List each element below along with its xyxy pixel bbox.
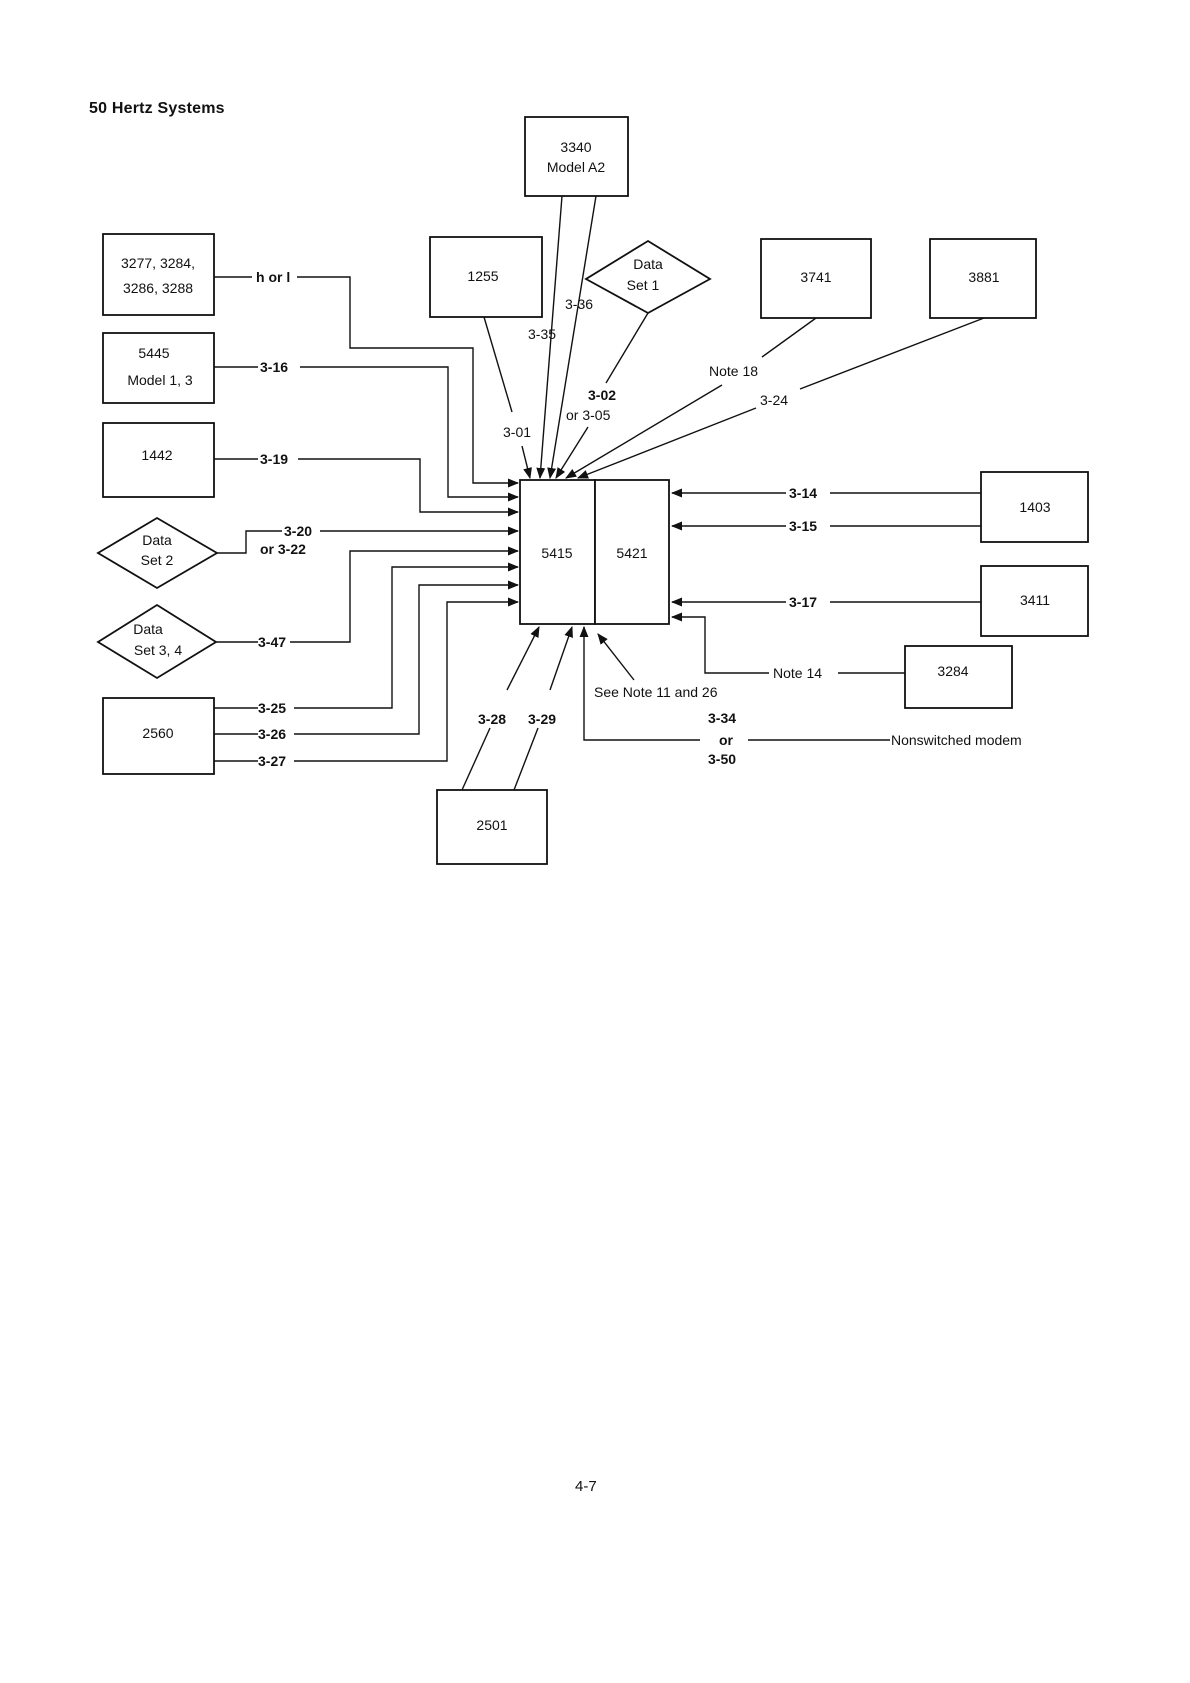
cable-3-36-line bbox=[547, 195, 597, 480]
label-3411: 3411 bbox=[1020, 592, 1050, 608]
label-3-25: 3-25 bbox=[258, 700, 286, 716]
label-2501: 2501 bbox=[476, 817, 507, 833]
label-h-or-l: h or l bbox=[256, 269, 290, 285]
device-3340-box bbox=[524, 116, 629, 197]
label-3286: 3286, 3288 bbox=[123, 280, 193, 296]
label-3-47: 3-47 bbox=[258, 634, 286, 650]
label-3340-model: Model A2 bbox=[547, 159, 606, 175]
label-3-22: or 3-22 bbox=[260, 541, 306, 557]
label-3-34-or: or bbox=[719, 732, 734, 748]
cable-3-29-line-b bbox=[549, 625, 573, 691]
label-note-18: Note 18 bbox=[709, 363, 758, 379]
note-14-line-b bbox=[670, 612, 769, 674]
page-number: 4-7 bbox=[575, 1478, 597, 1495]
label-3-16: 3-16 bbox=[260, 359, 288, 375]
label-3-34: 3-34 bbox=[708, 710, 736, 726]
label-dataset-1: Data bbox=[633, 256, 663, 272]
label-5445-model: Model 1, 3 bbox=[127, 372, 193, 388]
cable-3-28-line-a bbox=[461, 727, 491, 791]
cable-3-29-line-a bbox=[513, 727, 539, 791]
label-1403: 1403 bbox=[1019, 499, 1050, 515]
label-3-29: 3-29 bbox=[528, 711, 556, 727]
device-1255-box bbox=[429, 236, 543, 318]
cable-3-20-line-a bbox=[217, 530, 282, 554]
label-dataset-3-4: Data bbox=[133, 621, 163, 637]
device-3284-box bbox=[904, 645, 1013, 709]
label-3-28: 3-28 bbox=[478, 711, 506, 727]
label-2560: 2560 bbox=[142, 725, 173, 741]
cable-3-25-line-b bbox=[294, 562, 520, 709]
label-3741: 3741 bbox=[800, 269, 831, 285]
device-3277-box bbox=[102, 233, 215, 316]
label-3-19: 3-19 bbox=[260, 451, 288, 467]
label-3-14: 3-14 bbox=[789, 485, 817, 501]
label-3-50: 3-50 bbox=[708, 751, 736, 767]
device-2560-box bbox=[102, 697, 215, 775]
cable-3-24-line-a bbox=[799, 317, 985, 390]
cable-3-02-line-b bbox=[555, 426, 589, 479]
device-5445-box bbox=[102, 332, 215, 404]
label-3-15: 3-15 bbox=[789, 518, 817, 534]
label-dataset-2: Data bbox=[142, 532, 172, 548]
label-3-24: 3-24 bbox=[760, 392, 788, 408]
label-5421: 5421 bbox=[616, 545, 647, 561]
cable-3-28-line-b bbox=[506, 626, 540, 691]
note-18-line-a bbox=[761, 317, 817, 358]
cable-h-or-l-line-b bbox=[297, 276, 520, 488]
label-3-20: 3-20 bbox=[284, 523, 312, 539]
cable-3-47-line-b bbox=[290, 546, 520, 643]
label-5445: 5445 bbox=[138, 345, 169, 361]
device-2501-box bbox=[436, 789, 548, 865]
device-1403-box bbox=[980, 471, 1089, 543]
label-dataset-2-set: Set 2 bbox=[141, 552, 174, 568]
label-3-17: 3-17 bbox=[789, 594, 817, 610]
label-5415: 5415 bbox=[541, 545, 572, 561]
label-3340: 3340 bbox=[560, 139, 591, 155]
device-1442-box bbox=[102, 422, 215, 498]
label-3-26: 3-26 bbox=[258, 726, 286, 742]
device-3411-box bbox=[980, 565, 1089, 637]
cable-3-34-line-a bbox=[579, 625, 700, 741]
label-3881: 3881 bbox=[968, 269, 999, 285]
label-3284: 3284 bbox=[937, 663, 968, 679]
cable-3-35-line bbox=[536, 195, 563, 480]
cable-3-02-line-a bbox=[605, 312, 649, 384]
page-title: 50 Hertz Systems bbox=[89, 100, 225, 117]
cable-3-01-line-a bbox=[483, 316, 513, 413]
cable-3-01-line-b bbox=[521, 445, 532, 480]
cable-3-27-line-b bbox=[294, 597, 520, 762]
label-note-11-26: See Note 11 and 26 bbox=[594, 684, 718, 700]
label-dataset-3-4-set: Set 3, 4 bbox=[134, 642, 182, 658]
label-3-36: 3-36 bbox=[565, 296, 593, 312]
label-3-01: 3-01 bbox=[503, 424, 531, 440]
label-note-14: Note 14 bbox=[773, 665, 822, 681]
label-3-05: or 3-05 bbox=[566, 407, 611, 423]
label-3277: 3277, 3284, bbox=[121, 255, 195, 271]
label-nonswitched-modem: Nonswitched modem bbox=[891, 732, 1022, 748]
label-3-02: 3-02 bbox=[588, 387, 616, 403]
cable-3-26-line-b bbox=[294, 580, 520, 735]
note-18-line-b bbox=[565, 384, 723, 479]
label-dataset-1-set: Set 1 bbox=[627, 277, 660, 293]
cable-3-16-line-b bbox=[300, 366, 520, 502]
cable-3-19-line-b bbox=[298, 458, 520, 517]
label-3-35: 3-35 bbox=[528, 326, 556, 342]
note-11-arrow bbox=[597, 633, 635, 681]
cable-3-24-line-b bbox=[576, 407, 757, 479]
device-3881-box bbox=[929, 238, 1037, 319]
label-3-27: 3-27 bbox=[258, 753, 286, 769]
dataset-2-diamond bbox=[96, 516, 219, 590]
system-5421-box bbox=[594, 479, 670, 625]
label-1255: 1255 bbox=[467, 268, 498, 284]
label-1442: 1442 bbox=[141, 447, 172, 463]
dataset-3-4-diamond bbox=[96, 603, 218, 680]
